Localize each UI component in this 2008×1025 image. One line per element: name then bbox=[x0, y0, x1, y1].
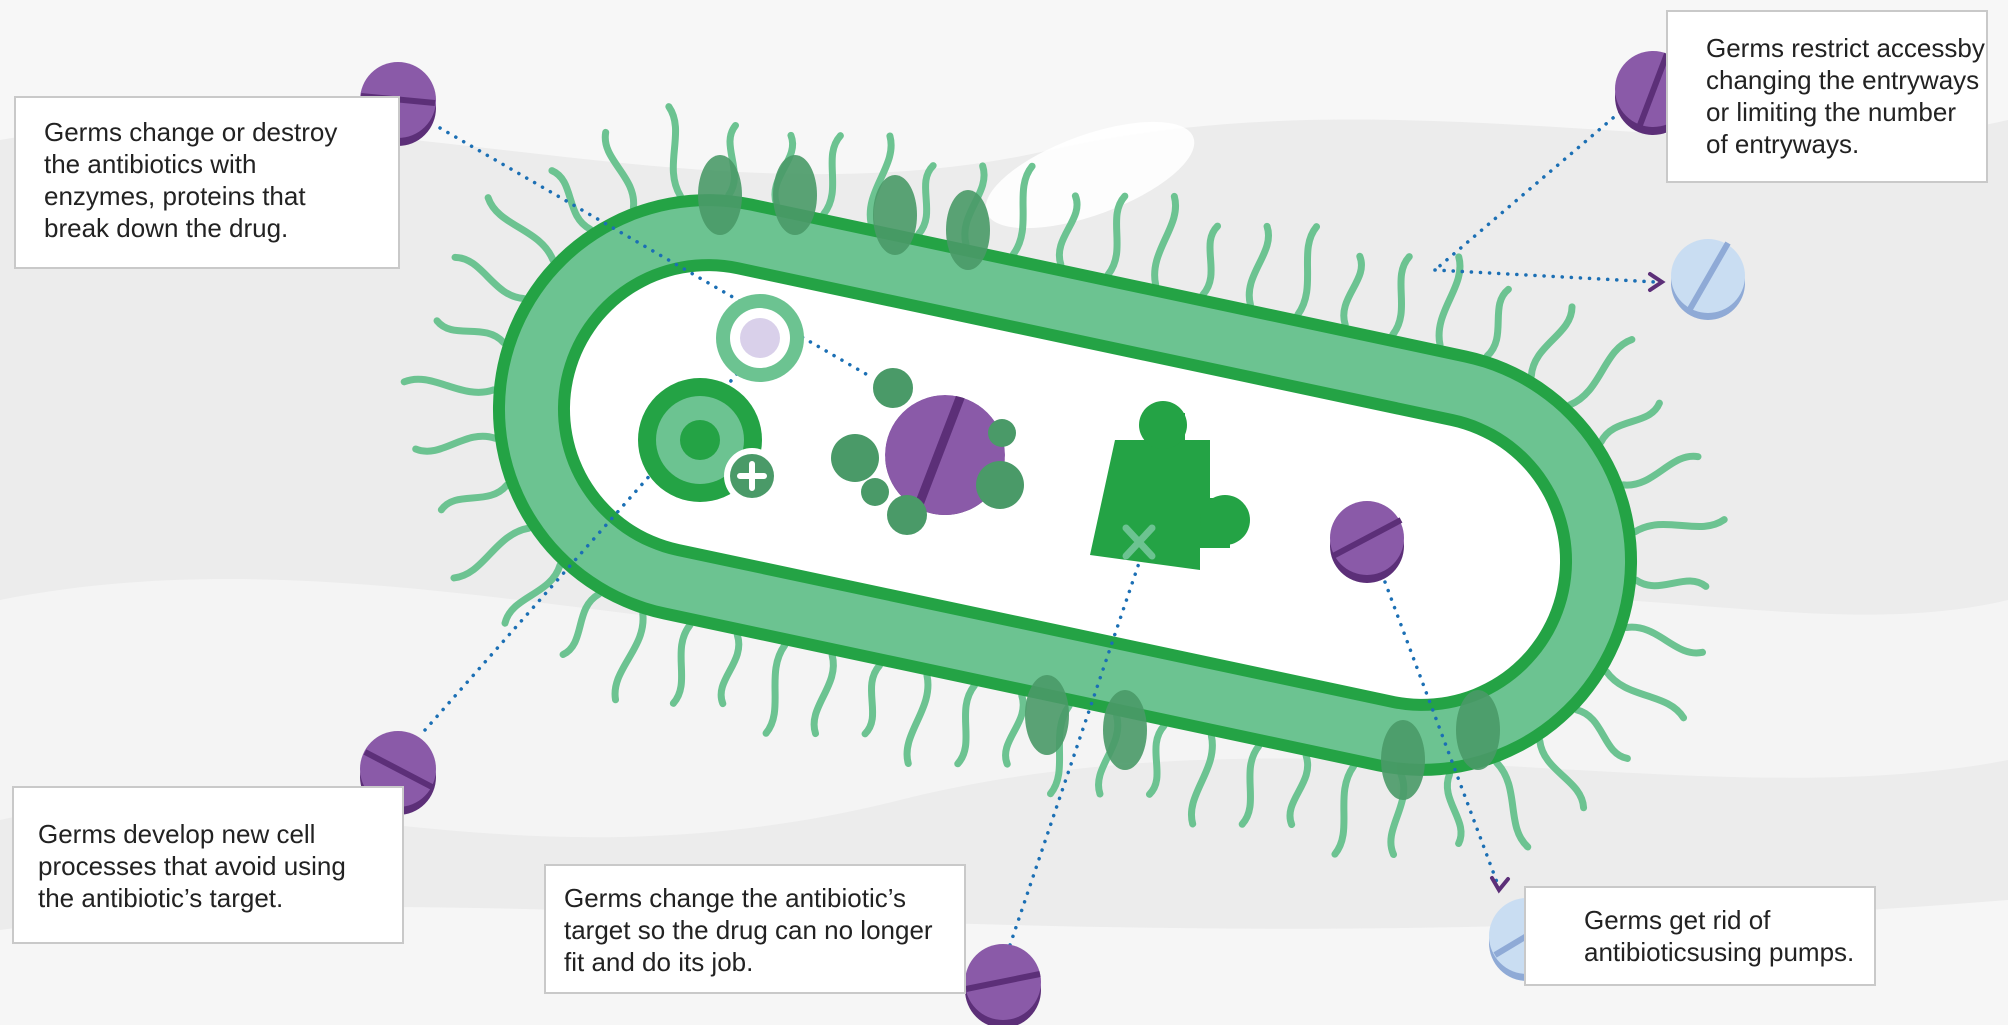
callout-new-processes: Germs develop new cell processes that av… bbox=[12, 786, 404, 944]
antibiotic-pill-icon bbox=[965, 944, 1041, 1025]
callout-restrict-text: Germs restrict accessby changing the ent… bbox=[1706, 32, 1986, 160]
callout-change-target: Germs change the antibiotic’s target so … bbox=[544, 864, 966, 994]
callout-new-processes-text: Germs develop new cell processes that av… bbox=[38, 818, 402, 914]
callout-pumps-text: Germs get rid of antibioticsusing pumps. bbox=[1584, 904, 1874, 968]
callout-restrict: Germs restrict accessby changing the ent… bbox=[1666, 10, 1988, 183]
callout-pumps: Germs get rid of antibioticsusing pumps. bbox=[1524, 886, 1876, 986]
pumped-pill-icon bbox=[1671, 239, 1745, 320]
antibiotic-pill-icon bbox=[1330, 501, 1404, 583]
callout-change-target-text: Germs change the antibiotic’s target so … bbox=[564, 882, 964, 978]
plus-icon bbox=[724, 448, 780, 504]
callout-enzymes: Germs change or destroy the antibiotics … bbox=[14, 96, 400, 269]
callout-enzymes-text: Germs change or destroy the antibiotics … bbox=[44, 116, 398, 244]
